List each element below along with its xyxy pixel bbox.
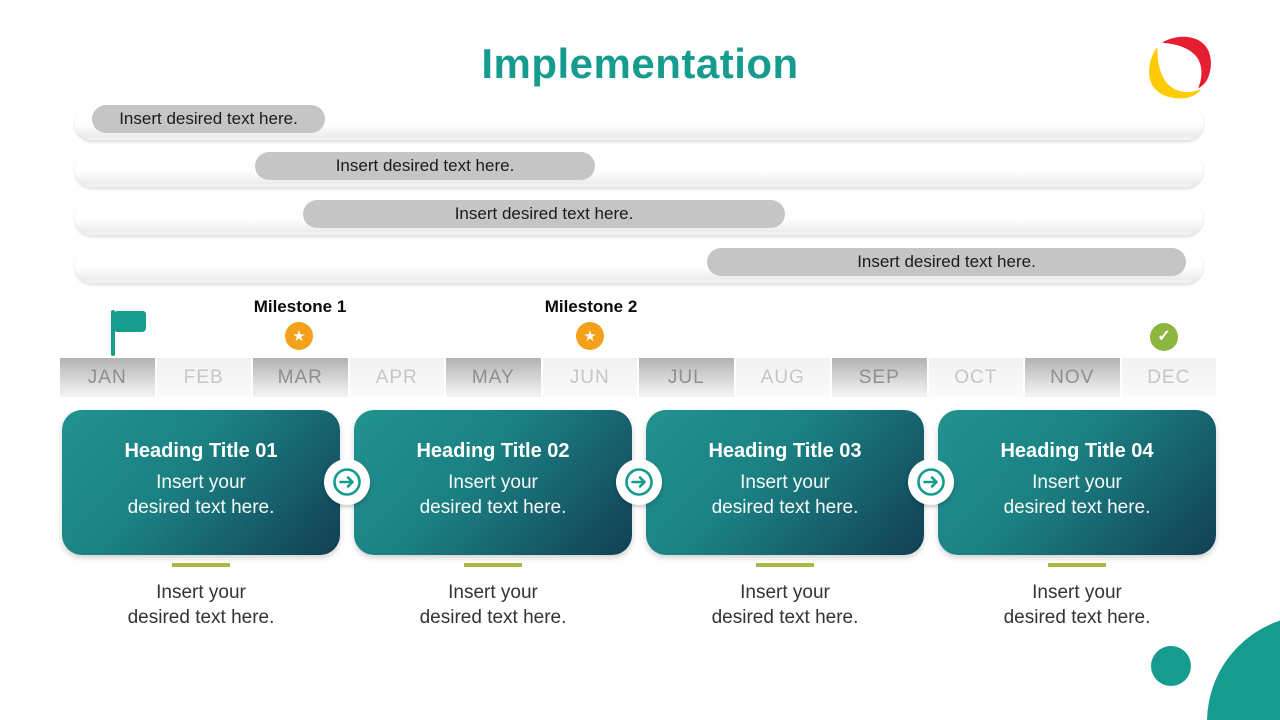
note-line: Insert your xyxy=(156,582,246,603)
arrow-circle-right-icon xyxy=(324,459,370,505)
card-body-line: Insert your xyxy=(1032,472,1122,493)
card-note-4[interactable]: Insert your desired text here. xyxy=(938,563,1216,630)
star-icon: ★ xyxy=(576,322,604,350)
gantt-bar-3[interactable]: Insert desired text here. xyxy=(303,200,785,228)
note-line: Insert your xyxy=(448,582,538,603)
month-sep: SEP xyxy=(832,358,927,397)
heading-card-3[interactable]: Heading Title 03 Insert your desired tex… xyxy=(646,410,924,555)
note-line: Insert your xyxy=(1032,582,1122,603)
gantt-track: Insert desired text here. xyxy=(75,152,1203,187)
month-jun: JUN xyxy=(542,358,637,397)
milestone-1-label[interactable]: Milestone 1 xyxy=(253,297,347,316)
card-heading: Heading Title 03 xyxy=(708,440,862,462)
card-body-line: Insert your xyxy=(740,472,830,493)
month-apr: APR xyxy=(349,358,444,397)
check-icon: ✓ xyxy=(1150,323,1178,351)
month-aug: AUG xyxy=(735,358,830,397)
month-jul: JUL xyxy=(639,358,734,397)
note-accent-bar xyxy=(1048,563,1106,567)
month-strip: JAN FEB MAR APR MAY JUN JUL AUG SEP OCT … xyxy=(60,358,1216,397)
gantt-bar-label: Insert desired text here. xyxy=(454,204,634,223)
heading-card-4[interactable]: Heading Title 04 Insert your desired tex… xyxy=(938,410,1216,555)
card-note-2[interactable]: Insert your desired text here. xyxy=(354,563,632,630)
card-body-line: Insert your xyxy=(448,472,538,493)
card-body-line: desired text here. xyxy=(127,497,275,518)
card-heading: Heading Title 04 xyxy=(1000,440,1154,462)
star-glyph: ★ xyxy=(583,327,597,345)
card-body-line: desired text here. xyxy=(711,497,859,518)
note-accent-bar xyxy=(756,563,814,567)
gantt-bar-label: Insert desired text here. xyxy=(335,156,515,175)
heading-card-2[interactable]: Heading Title 02 Insert your desired tex… xyxy=(354,410,632,555)
gantt-track: Insert desired text here. xyxy=(75,200,1203,235)
gantt-bar-2[interactable]: Insert desired text here. xyxy=(255,152,595,180)
card-body-line: Insert your xyxy=(156,472,246,493)
month-may: MAY xyxy=(446,358,541,397)
month-nov: NOV xyxy=(1025,358,1120,397)
heading-card-1[interactable]: Heading Title 01 Insert your desired tex… xyxy=(62,410,340,555)
flag-icon xyxy=(111,310,147,356)
card-note-1[interactable]: Insert your desired text here. xyxy=(62,563,340,630)
note-accent-bar xyxy=(464,563,522,567)
flag-cloth xyxy=(115,311,146,332)
milestone-2-label[interactable]: Milestone 2 xyxy=(544,297,638,316)
month-feb: FEB xyxy=(156,358,251,397)
note-accent-bar xyxy=(172,563,230,567)
star-glyph: ★ xyxy=(292,327,306,345)
note-line: desired text here. xyxy=(127,607,275,628)
note-line: desired text here. xyxy=(1003,607,1151,628)
card-heading: Heading Title 02 xyxy=(416,440,570,462)
card-note-3[interactable]: Insert your desired text here. xyxy=(646,563,924,630)
gantt-bar-4[interactable]: Insert desired text here. xyxy=(707,248,1186,276)
month-oct: OCT xyxy=(928,358,1023,397)
check-glyph: ✓ xyxy=(1157,328,1171,345)
gantt-bar-label: Insert desired text here. xyxy=(119,109,298,128)
decor-circle-large xyxy=(1207,615,1280,720)
note-line: desired text here. xyxy=(419,607,567,628)
arrow-circle-right-icon xyxy=(616,459,662,505)
gantt-bar-label: Insert desired text here. xyxy=(857,252,1036,271)
note-line: desired text here. xyxy=(711,607,859,628)
card-body-line: desired text here. xyxy=(1003,497,1151,518)
gantt-track: Insert desired text here. xyxy=(75,248,1203,283)
gantt-track: Insert desired text here. xyxy=(75,105,1203,140)
brand-logo-icon xyxy=(1149,36,1211,99)
flag-pole xyxy=(111,310,115,356)
decor-circle-small xyxy=(1151,646,1191,686)
arrow-circle-right-icon xyxy=(908,459,954,505)
month-dec: DEC xyxy=(1121,358,1216,397)
month-jan: JAN xyxy=(60,358,155,397)
note-line: Insert your xyxy=(740,582,830,603)
card-body-line: desired text here. xyxy=(419,497,567,518)
month-mar: MAR xyxy=(253,358,348,397)
card-heading: Heading Title 01 xyxy=(124,440,278,462)
gantt-bar-1[interactable]: Insert desired text here. xyxy=(92,105,325,133)
star-icon: ★ xyxy=(285,322,313,350)
page-title[interactable]: Implementation xyxy=(481,40,799,87)
